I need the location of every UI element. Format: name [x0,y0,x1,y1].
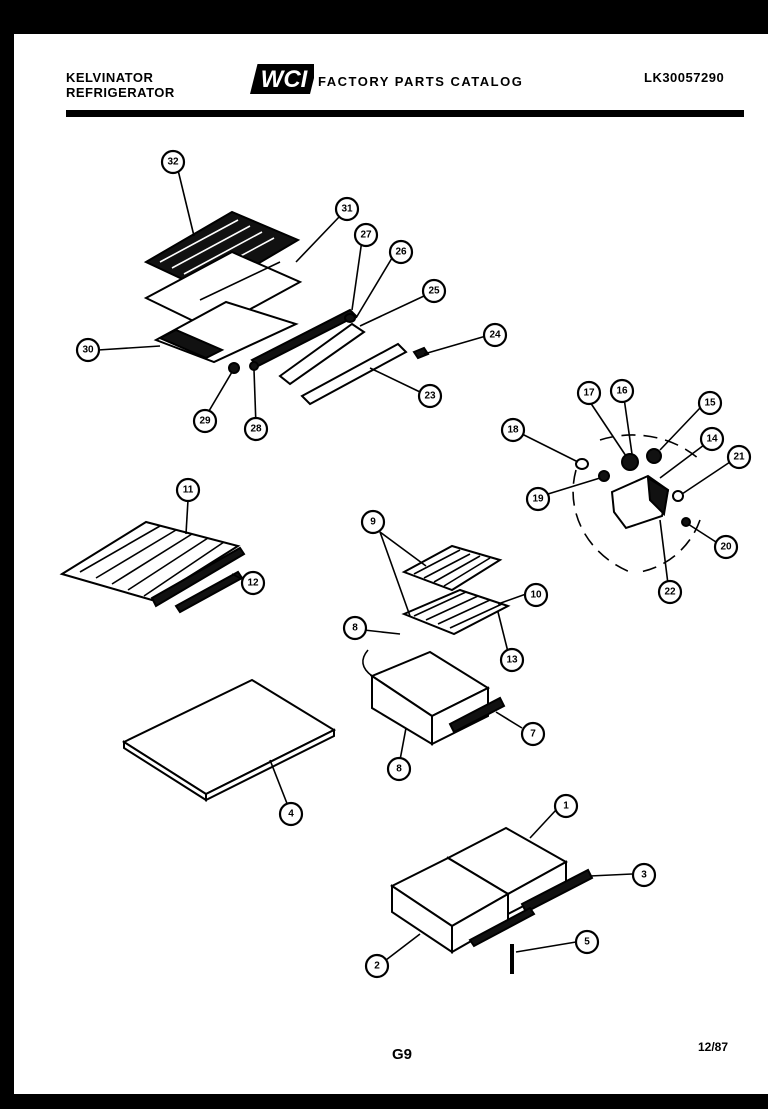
svg-text:11: 11 [183,485,194,496]
leader-lines [97,169,731,961]
callout-8-lower: 8 [386,756,412,782]
model-number: LK30057290 [644,70,725,85]
callout-19: 19 [525,486,551,512]
svg-text:15: 15 [704,398,716,409]
svg-text:25: 25 [428,286,440,297]
callout-2: 2 [364,953,390,979]
callout-25: 25 [421,278,447,304]
svg-text:8: 8 [352,623,358,634]
svg-text:32: 32 [167,157,179,168]
callout-30: 30 [75,337,101,363]
svg-text:27: 27 [360,230,372,241]
callout-31: 31 [334,196,360,222]
callout-20: 20 [713,534,739,560]
crisper-cover-assembly [143,210,430,406]
callout-9: 9 [360,509,386,535]
brand-line-1: KELVINATOR [66,70,154,85]
callout-32: 32 [160,149,186,175]
callout-26: 26 [388,239,414,265]
svg-text:30: 30 [82,345,94,356]
svg-text:29: 29 [199,416,211,427]
wci-logo: WCI [250,64,314,94]
svg-text:23: 23 [424,391,436,402]
callout-8-upper: 8 [342,615,368,641]
callout-13: 13 [499,647,525,673]
callout-11: 11 [175,477,201,503]
callout-12: 12 [240,570,266,596]
svg-text:22: 22 [664,587,676,598]
callout-22: 22 [657,579,683,605]
svg-text:20: 20 [720,542,732,553]
svg-text:17: 17 [583,388,595,399]
svg-text:4: 4 [288,809,294,820]
callout-3: 3 [631,862,657,888]
callout-14: 14 [699,426,725,452]
svg-text:14: 14 [706,434,718,445]
callout-10: 10 [523,582,549,608]
svg-text:21: 21 [733,452,745,463]
svg-text:7: 7 [530,729,536,740]
callout-21: 21 [726,444,752,470]
svg-text:24: 24 [489,330,501,341]
glass-shelf [121,678,337,802]
callout-1: 1 [553,793,579,819]
drawer-shelf-assembly [362,544,511,746]
svg-text:2: 2 [374,961,380,972]
catalog-title: FACTORY PARTS CATALOG [318,74,524,89]
header-rule [66,110,744,117]
svg-text:26: 26 [395,247,407,258]
svg-text:18: 18 [507,425,519,436]
callout-16: 16 [609,378,635,404]
svg-text:28: 28 [250,424,262,435]
svg-text:3: 3 [641,870,647,881]
svg-text:9: 9 [370,517,376,528]
callout-15: 15 [697,390,723,416]
svg-text:5: 5 [584,937,590,948]
callout-27: 27 [353,222,379,248]
page-code: G9 [392,1046,413,1063]
callout-24: 24 [482,322,508,348]
svg-text:19: 19 [532,494,544,505]
svg-text:1: 1 [563,801,569,812]
svg-text:13: 13 [506,655,518,666]
svg-text:12: 12 [247,578,259,589]
wire-shelf-assembly [59,520,246,614]
callout-5: 5 [574,929,600,955]
callout-4: 4 [278,801,304,827]
callout-28: 28 [243,416,269,442]
svg-text:8: 8 [396,764,402,775]
brand-line-2: REFRIGERATOR [66,85,175,100]
svg-text:10: 10 [530,590,542,601]
callout-17: 17 [576,380,602,406]
callout-18: 18 [500,417,526,443]
callout-7: 7 [520,721,546,747]
svg-text:31: 31 [341,204,353,215]
control-housing-assembly [572,434,701,573]
callout-29: 29 [192,408,218,434]
logo-text: WCI [261,66,309,93]
date-code: 12/87 [698,1040,729,1054]
svg-text:16: 16 [616,386,628,397]
callout-23: 23 [417,383,443,409]
crisper-pans [390,826,594,974]
brand-block: KELVINATOR REFRIGERATOR [66,70,175,100]
